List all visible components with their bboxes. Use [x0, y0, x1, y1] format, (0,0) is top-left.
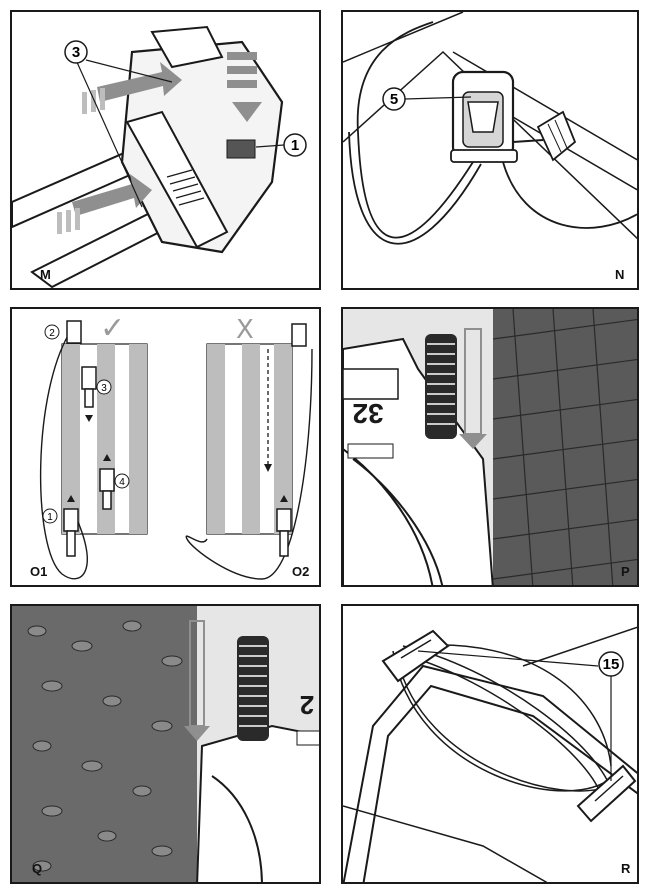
model-number: 2	[300, 690, 314, 720]
step-1: 1	[47, 512, 53, 523]
callout-15: 15	[603, 656, 620, 673]
mowing-pattern-illustration: 1 2 3 4	[39, 320, 313, 580]
step-2: 2	[49, 328, 55, 339]
step-4: 4	[119, 477, 125, 488]
panel-n: 5 N	[341, 10, 639, 290]
edge-mowing-paving-illustration: 2	[12, 606, 319, 882]
panel-r: 15 R	[341, 604, 639, 884]
panel-label-o1: O1	[30, 564, 48, 579]
panel-o: 1 2 3 4 ✓ X O1 O2	[10, 307, 321, 587]
callout-5: 5	[390, 91, 398, 108]
handle-fold-illustration: 3 1	[12, 25, 307, 288]
edge-mowing-wall-illustration: 32	[343, 309, 637, 585]
panel-label: M	[40, 267, 51, 282]
callout-3: 3	[72, 44, 80, 61]
wrong-mark: X	[236, 315, 254, 345]
cable-storage-illustration: 15	[343, 626, 637, 882]
panel-label: N	[615, 267, 625, 282]
panel-label: R	[621, 861, 631, 876]
panel-label: Q	[32, 861, 43, 876]
model-number: 32	[352, 398, 383, 429]
panel-label-o2: O2	[292, 564, 310, 579]
cable-clip-illustration: 5	[343, 12, 637, 245]
correct-mark: ✓	[100, 311, 126, 346]
step-3: 3	[101, 383, 107, 394]
callout-1: 1	[291, 137, 299, 154]
panel-p: 32 P	[341, 307, 639, 587]
panel-m: 3 1 M	[10, 10, 321, 290]
panel-q: 2 Q	[10, 604, 321, 884]
panel-label: P	[621, 564, 630, 579]
